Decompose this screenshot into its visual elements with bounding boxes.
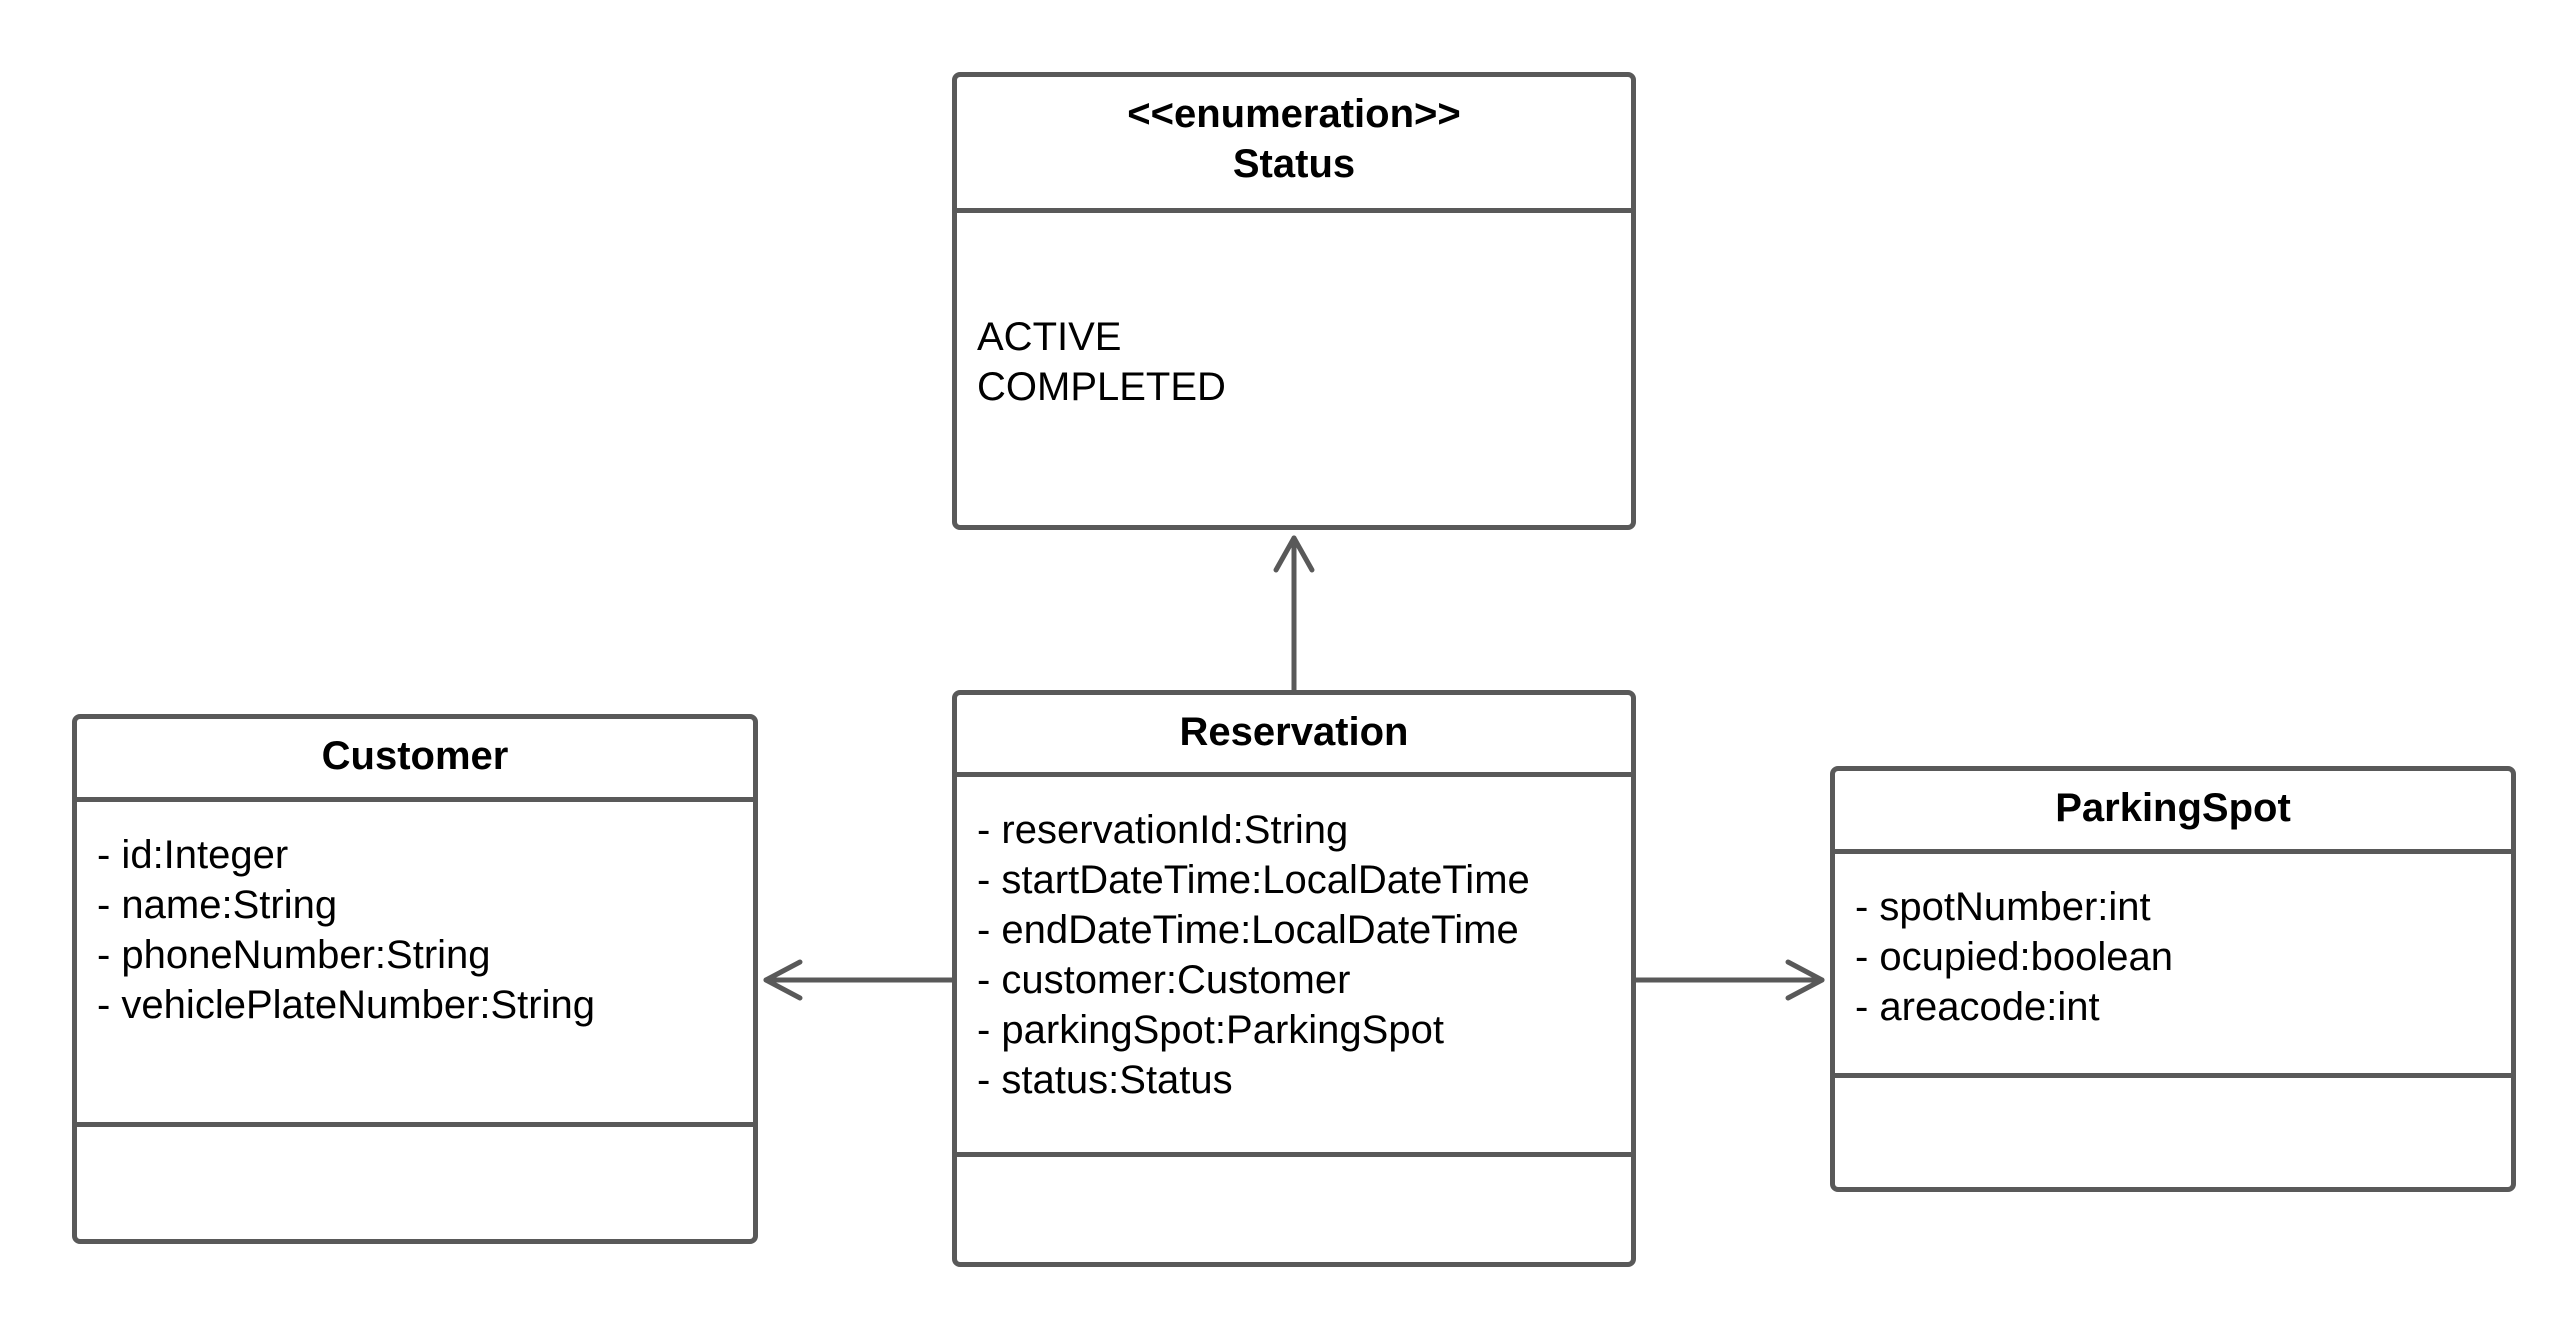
attribute-line: - id:Integer (97, 833, 289, 877)
customer-class-name: Customer (321, 734, 509, 778)
reservation-class-box[interactable]: Reservation - reservationId:String - sta… (952, 690, 1636, 1267)
parkingspot-attributes: - spotNumber:int - ocupied:boolean - are… (1835, 854, 2511, 1078)
enum-stereotype: <<enumeration>> (1127, 92, 1461, 136)
attribute-line: - vehiclePlateNumber:String (97, 983, 595, 1027)
attribute-line: - parkingSpot:ParkingSpot (977, 1008, 1444, 1052)
reservation-class-header: Reservation (957, 695, 1631, 777)
attribute-line: - endDateTime:LocalDateTime (977, 908, 1519, 952)
reservation-attributes: - reservationId:String - startDateTime:L… (957, 777, 1631, 1157)
attribute-line: - name:String (97, 883, 338, 927)
attribute-line: - reservationId:String (977, 808, 1349, 852)
enum-literal: COMPLETED (977, 365, 1226, 409)
enum-literal: ACTIVE (977, 315, 1122, 359)
parkingspot-class-name: ParkingSpot (2055, 786, 2291, 830)
attribute-line: - areacode:int (1855, 985, 2100, 1029)
status-enum-literals: ACTIVE COMPLETED (977, 312, 1226, 412)
reservation-class-name: Reservation (1179, 710, 1409, 754)
attribute-line: - startDateTime:LocalDateTime (977, 858, 1530, 902)
parkingspot-class-header: ParkingSpot (1835, 771, 2511, 854)
attribute-line: - ocupied:boolean (1855, 935, 2174, 979)
customer-class-header: Customer (77, 719, 753, 802)
customer-class-box[interactable]: Customer - id:Integer - name:String - ph… (72, 714, 758, 1244)
arrowhead-to-status (1273, 535, 1315, 573)
attribute-line: - customer:Customer (977, 958, 1351, 1002)
customer-attributes: - id:Integer - name:String - phoneNumber… (77, 802, 753, 1127)
attribute-line: - spotNumber:int (1855, 885, 2151, 929)
status-enum-header: <<enumeration>> Status (957, 77, 1631, 213)
arrowhead-to-parkingspot (1785, 959, 1825, 1001)
status-class-name: Status (1232, 142, 1356, 186)
attribute-line: - status:Status (977, 1058, 1233, 1102)
parkingspot-class-box[interactable]: ParkingSpot - spotNumber:int - ocupied:b… (1830, 766, 2516, 1192)
status-enum-box[interactable]: <<enumeration>> Status ACTIVE COMPLETED (952, 72, 1636, 530)
arrowhead-to-customer (763, 959, 803, 1001)
attribute-line: - phoneNumber:String (97, 933, 491, 977)
